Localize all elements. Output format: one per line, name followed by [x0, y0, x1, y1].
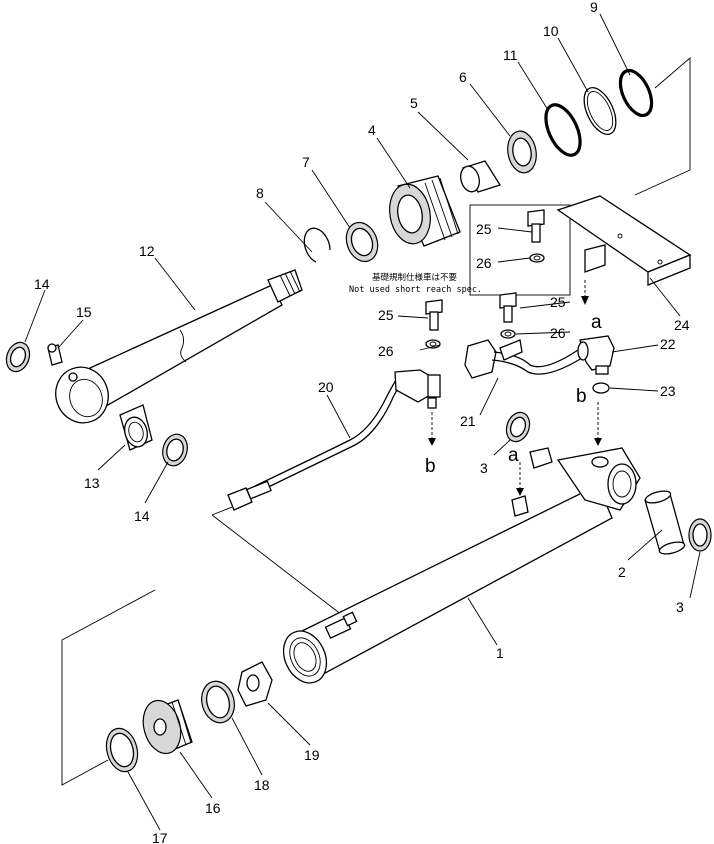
part-26-washer-box	[529, 253, 545, 263]
group-outline-lines	[61, 57, 691, 786]
part-3-seal-right	[688, 518, 712, 552]
part-15-grease-fitting	[47, 343, 63, 366]
part-7-dust-seal	[345, 221, 379, 263]
label-part-4: 4	[368, 122, 376, 138]
part-10-backup-ring	[583, 87, 617, 135]
spec-note: 基礎規制仕様車は不要 Not used short reach spec.	[349, 272, 482, 295]
label-part-10: 10	[543, 23, 559, 39]
label-part-26-right: 26	[550, 325, 566, 341]
label-part-2: 2	[618, 564, 626, 580]
part-26-washer-right	[500, 329, 516, 339]
label-part-6: 6	[459, 69, 467, 85]
part-14-seal-upper	[5, 341, 31, 373]
part-23-o-ring	[592, 382, 610, 394]
connector-letters: a a b b	[425, 312, 602, 477]
label-part-26-left: 26	[378, 343, 394, 359]
part-25-bolt-right	[499, 292, 517, 323]
part-20-hose	[227, 369, 441, 511]
label-part-25-box: 25	[476, 221, 492, 237]
label-part-19: 19	[304, 747, 320, 763]
label-part-25-right: 25	[550, 294, 566, 310]
label-part-5: 5	[410, 95, 418, 111]
label-part-20: 20	[318, 379, 334, 395]
connector-a-bottom: a	[508, 445, 519, 466]
part-19-nut	[237, 661, 273, 707]
label-part-14-lower: 14	[134, 508, 150, 524]
connector-b-bottom: b	[425, 456, 436, 477]
part-25-bolt-box	[527, 209, 545, 243]
label-part-1: 1	[496, 645, 504, 661]
part-11-o-ring	[544, 103, 582, 157]
label-part-3-right: 3	[676, 599, 684, 615]
label-part-9: 9	[590, 0, 598, 15]
label-part-16: 16	[205, 800, 221, 816]
label-part-7: 7	[302, 154, 310, 170]
label-part-17: 17	[152, 830, 168, 844]
part-22-elbow	[577, 335, 615, 375]
part-18-collar	[201, 680, 235, 724]
label-part-23: 23	[660, 383, 676, 399]
short-reach-box	[469, 204, 571, 296]
part-21-tube	[464, 339, 583, 379]
connector-a-top: a	[591, 312, 602, 333]
part-5-bushing	[460, 160, 501, 193]
part-2-bushing	[644, 490, 686, 555]
part-6-packing	[507, 130, 537, 174]
label-part-18: 18	[254, 777, 270, 793]
label-part-15: 15	[76, 304, 92, 320]
part-16-piston	[142, 699, 193, 755]
note-japanese: 基礎規制仕様車は不要	[372, 272, 458, 283]
part-25-bolt-left	[425, 299, 443, 331]
label-part-24: 24	[674, 317, 690, 333]
label-part-21: 21	[460, 413, 476, 429]
part-12-piston-rod	[55, 269, 303, 424]
connector-b-top: b	[576, 386, 587, 407]
label-part-14-upper: 14	[34, 276, 50, 292]
connector-arrows	[428, 280, 602, 496]
part-number-labels: 9 10 11 6 5 4 7 8 12 14 15 13 14 20 21 3…	[34, 0, 690, 844]
label-part-8: 8	[256, 185, 264, 201]
part-8-snap-ring	[303, 227, 331, 263]
leader-lines	[24, 13, 701, 831]
label-part-22: 22	[660, 336, 676, 352]
label-part-12: 12	[139, 243, 155, 259]
label-part-3-center: 3	[480, 460, 488, 476]
part-3-seal-center	[505, 411, 531, 443]
part-13-bushing	[119, 404, 153, 451]
label-part-11: 11	[503, 47, 518, 63]
label-part-26-box: 26	[476, 255, 492, 271]
part-14-seal-lower	[162, 433, 188, 467]
note-english: Not used short reach spec.	[349, 285, 482, 295]
part-1-cylinder-tube	[282, 447, 641, 684]
label-part-25-left: 25	[378, 307, 394, 323]
part-24-cover	[556, 195, 692, 286]
part-17-wear-ring	[105, 727, 139, 773]
label-part-13: 13	[84, 475, 100, 491]
part-9-o-ring	[618, 68, 654, 118]
part-4-cylinder-head	[389, 175, 461, 247]
